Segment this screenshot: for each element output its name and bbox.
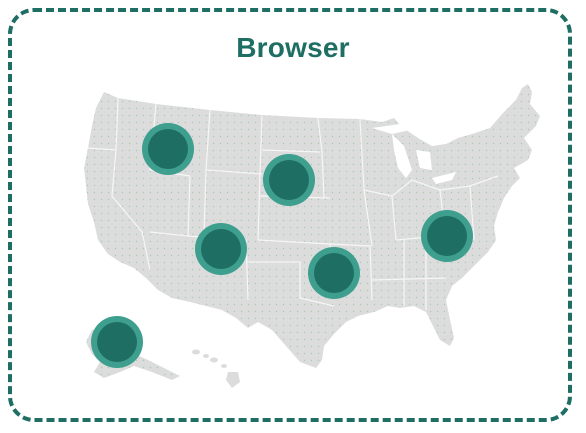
lake-erie — [432, 172, 456, 184]
lake-huron — [416, 150, 432, 170]
map-marker[interactable] — [421, 210, 473, 262]
map-marker[interactable] — [263, 154, 315, 206]
card-title: Browser — [236, 32, 350, 63]
map-marker[interactable] — [91, 316, 143, 368]
county-dots — [84, 84, 540, 368]
map-marker[interactable] — [195, 223, 247, 275]
map-marker[interactable] — [142, 123, 194, 175]
map-marker[interactable] — [308, 247, 360, 299]
lake-superior — [372, 124, 410, 134]
hawaii — [192, 349, 240, 388]
markers — [91, 123, 473, 368]
contiguous-us — [84, 84, 540, 368]
lake-michigan — [392, 134, 412, 178]
